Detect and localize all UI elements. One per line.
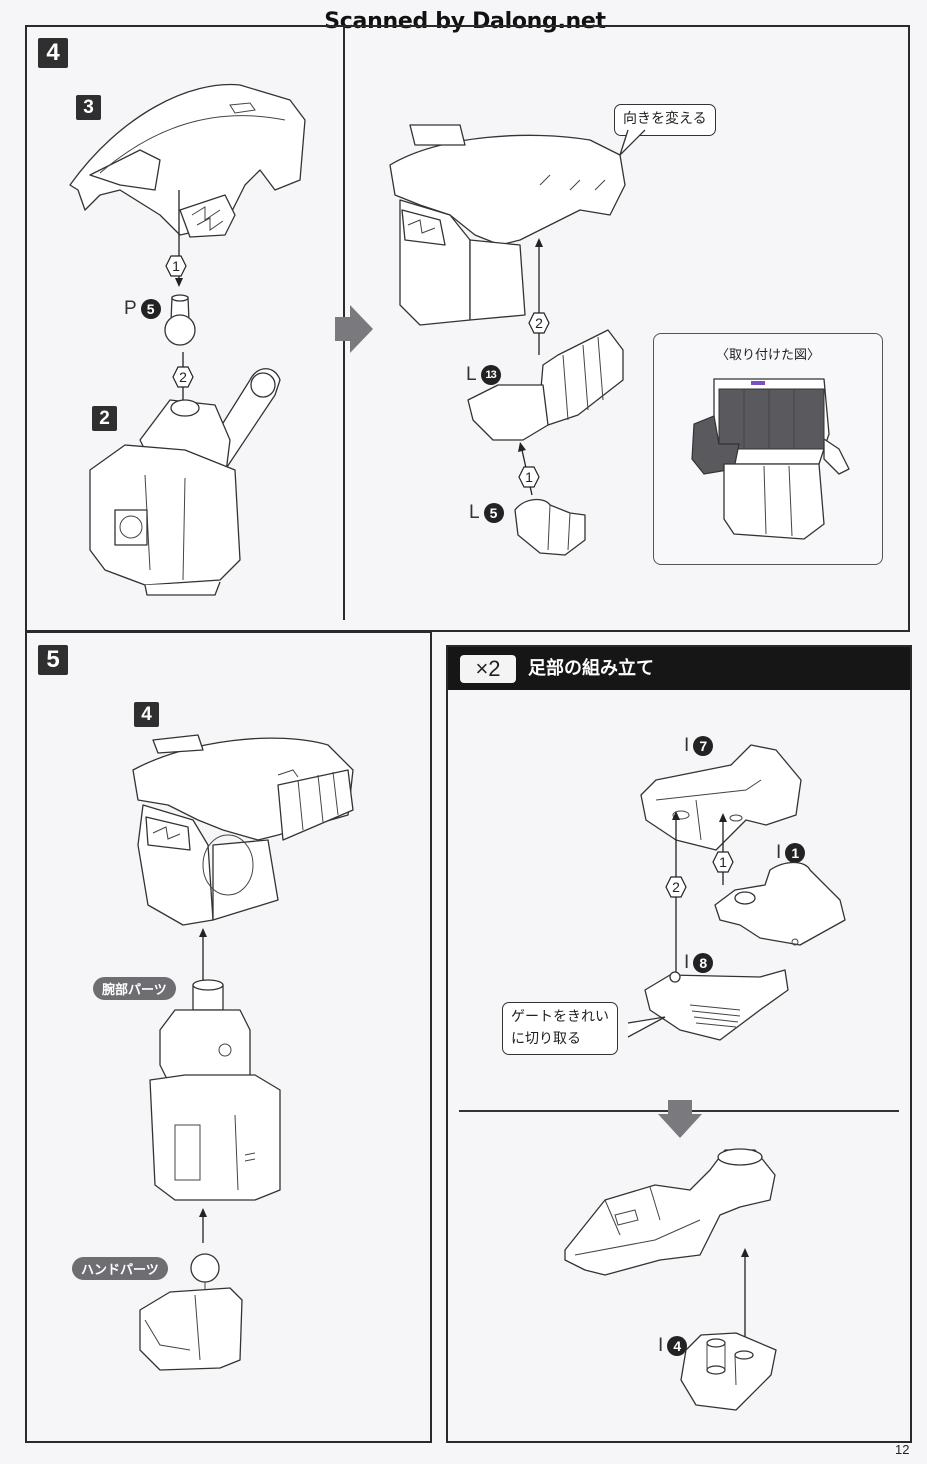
foot-joint-part-i1-drawing xyxy=(714,861,846,946)
step-5-badge: 5 xyxy=(38,645,68,675)
next-arrow-right-icon xyxy=(335,305,373,353)
part-label-i8: I 8 xyxy=(684,952,714,974)
foot-assembly-panel: ×2 足部の組み立て xyxy=(446,645,912,1443)
small-armor-part-drawing xyxy=(514,498,586,556)
hand-part-drawing xyxy=(139,1253,243,1371)
part-number-badge: 13 xyxy=(480,365,501,385)
shoulder-cover-drawing xyxy=(69,83,306,238)
part-number-badge: 5 xyxy=(140,299,161,319)
foot-sole-part-i8-drawing xyxy=(644,969,789,1041)
part-label-i1: I 1 xyxy=(776,842,806,864)
step-4-badge: 4 xyxy=(38,38,68,68)
order-2-marker: 2 xyxy=(665,876,687,898)
step-4-panel xyxy=(25,25,910,632)
order-1-marker: 1 xyxy=(712,851,734,873)
quantity-multiplier-badge: ×2 xyxy=(460,655,516,683)
forearm-assembly-drawing xyxy=(149,979,281,1201)
arm-parts-label: 腕部パーツ xyxy=(93,977,176,1000)
part-label-l13: L 13 xyxy=(466,364,501,386)
part-label-i4: I 4 xyxy=(658,1335,688,1357)
subassembly-2-badge: 2 xyxy=(92,406,117,431)
part-label-l5: L 5 xyxy=(469,502,504,524)
foot-assembly-drawing xyxy=(564,1148,776,1276)
shoulder-assembly-drawing xyxy=(132,734,354,926)
part-number-badge: 1 xyxy=(785,843,806,863)
assembled-view-drawing xyxy=(691,378,850,540)
order-1-marker: 1 xyxy=(165,255,187,277)
shoulder-armor-part-drawing xyxy=(467,329,624,441)
page-number: 12 xyxy=(895,1442,910,1457)
order-2-marker: 2 xyxy=(528,312,550,334)
next-arrow-down-icon xyxy=(658,1100,702,1138)
assembled-view-title: 〈取り付けた図〉 xyxy=(715,348,820,363)
assembled-view-box: 〈取り付けた図〉 xyxy=(653,333,883,565)
part-number-badge: 5 xyxy=(483,503,504,523)
step-5-panel xyxy=(25,631,432,1443)
scanner-watermark: Scanned by Dalong.net xyxy=(312,6,618,38)
subassembly-3-badge: 3 xyxy=(76,95,101,120)
order-2-marker: 2 xyxy=(172,366,194,388)
order-1-marker: 1 xyxy=(518,466,540,488)
part-number-badge: 7 xyxy=(693,736,714,756)
subassembly-4-badge: 4 xyxy=(134,702,159,727)
assembled-shoulder-drawing xyxy=(389,124,626,326)
hand-parts-label: ハンドパーツ xyxy=(72,1257,168,1280)
part-label-i7: I 7 xyxy=(684,735,714,757)
foot-assembly-title: 足部の組み立て xyxy=(528,658,654,679)
ball-joint-part-drawing xyxy=(164,294,196,346)
upper-arm-block-drawing xyxy=(89,368,281,596)
foot-assembly-header: ×2 足部の組み立て xyxy=(448,647,910,690)
part-number-badge: 4 xyxy=(667,1336,688,1356)
heel-part-i4-drawing xyxy=(680,1332,777,1411)
part-number-badge: 8 xyxy=(693,953,714,973)
trim-gate-callout: ゲートをきれい に切り取る xyxy=(502,1002,618,1056)
part-label-p5: P 5 xyxy=(124,298,161,320)
